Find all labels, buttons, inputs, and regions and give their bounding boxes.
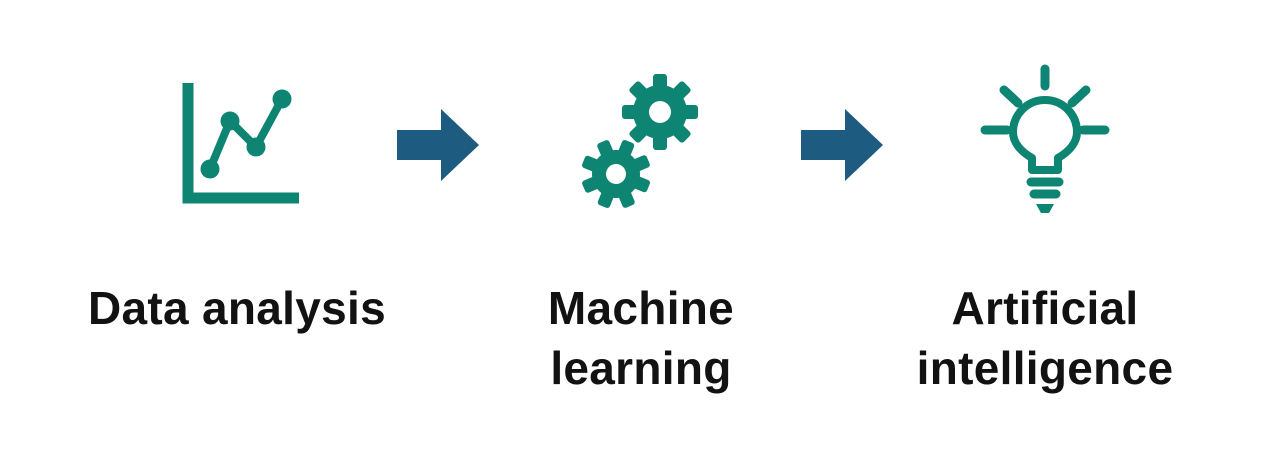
arrow-right-icon-svg (801, 109, 883, 181)
arrow-right-icon (801, 26, 885, 264)
process-diagram: Data analysis (77, 26, 1205, 398)
line-chart-icon (172, 26, 302, 264)
line-chart-icon-svg (182, 82, 299, 203)
stage-data-analysis: Data analysis (77, 26, 397, 338)
lightbulb-icon (973, 26, 1118, 264)
stage-machine-learning: Machine learning (481, 26, 801, 398)
label-line: intelligence (916, 342, 1174, 394)
lightbulb-icon-svg (980, 64, 1109, 213)
label-line: Machine (547, 282, 735, 334)
gears-icon (576, 26, 706, 264)
arrow-right-icon-svg (397, 109, 479, 181)
stage-label-artificial-intelligence: Artificial intelligence (850, 278, 1240, 398)
arrow-right-icon (397, 26, 481, 264)
label-line: learning (550, 342, 732, 394)
label-line: Data analysis (88, 282, 386, 334)
gears-icon-svg (582, 74, 698, 208)
label-line: Artificial (951, 282, 1139, 334)
stage-label-data-analysis: Data analysis (42, 278, 432, 338)
stage-label-machine-learning: Machine learning (446, 278, 836, 398)
stage-artificial-intelligence: Artificial intelligence (885, 26, 1205, 398)
